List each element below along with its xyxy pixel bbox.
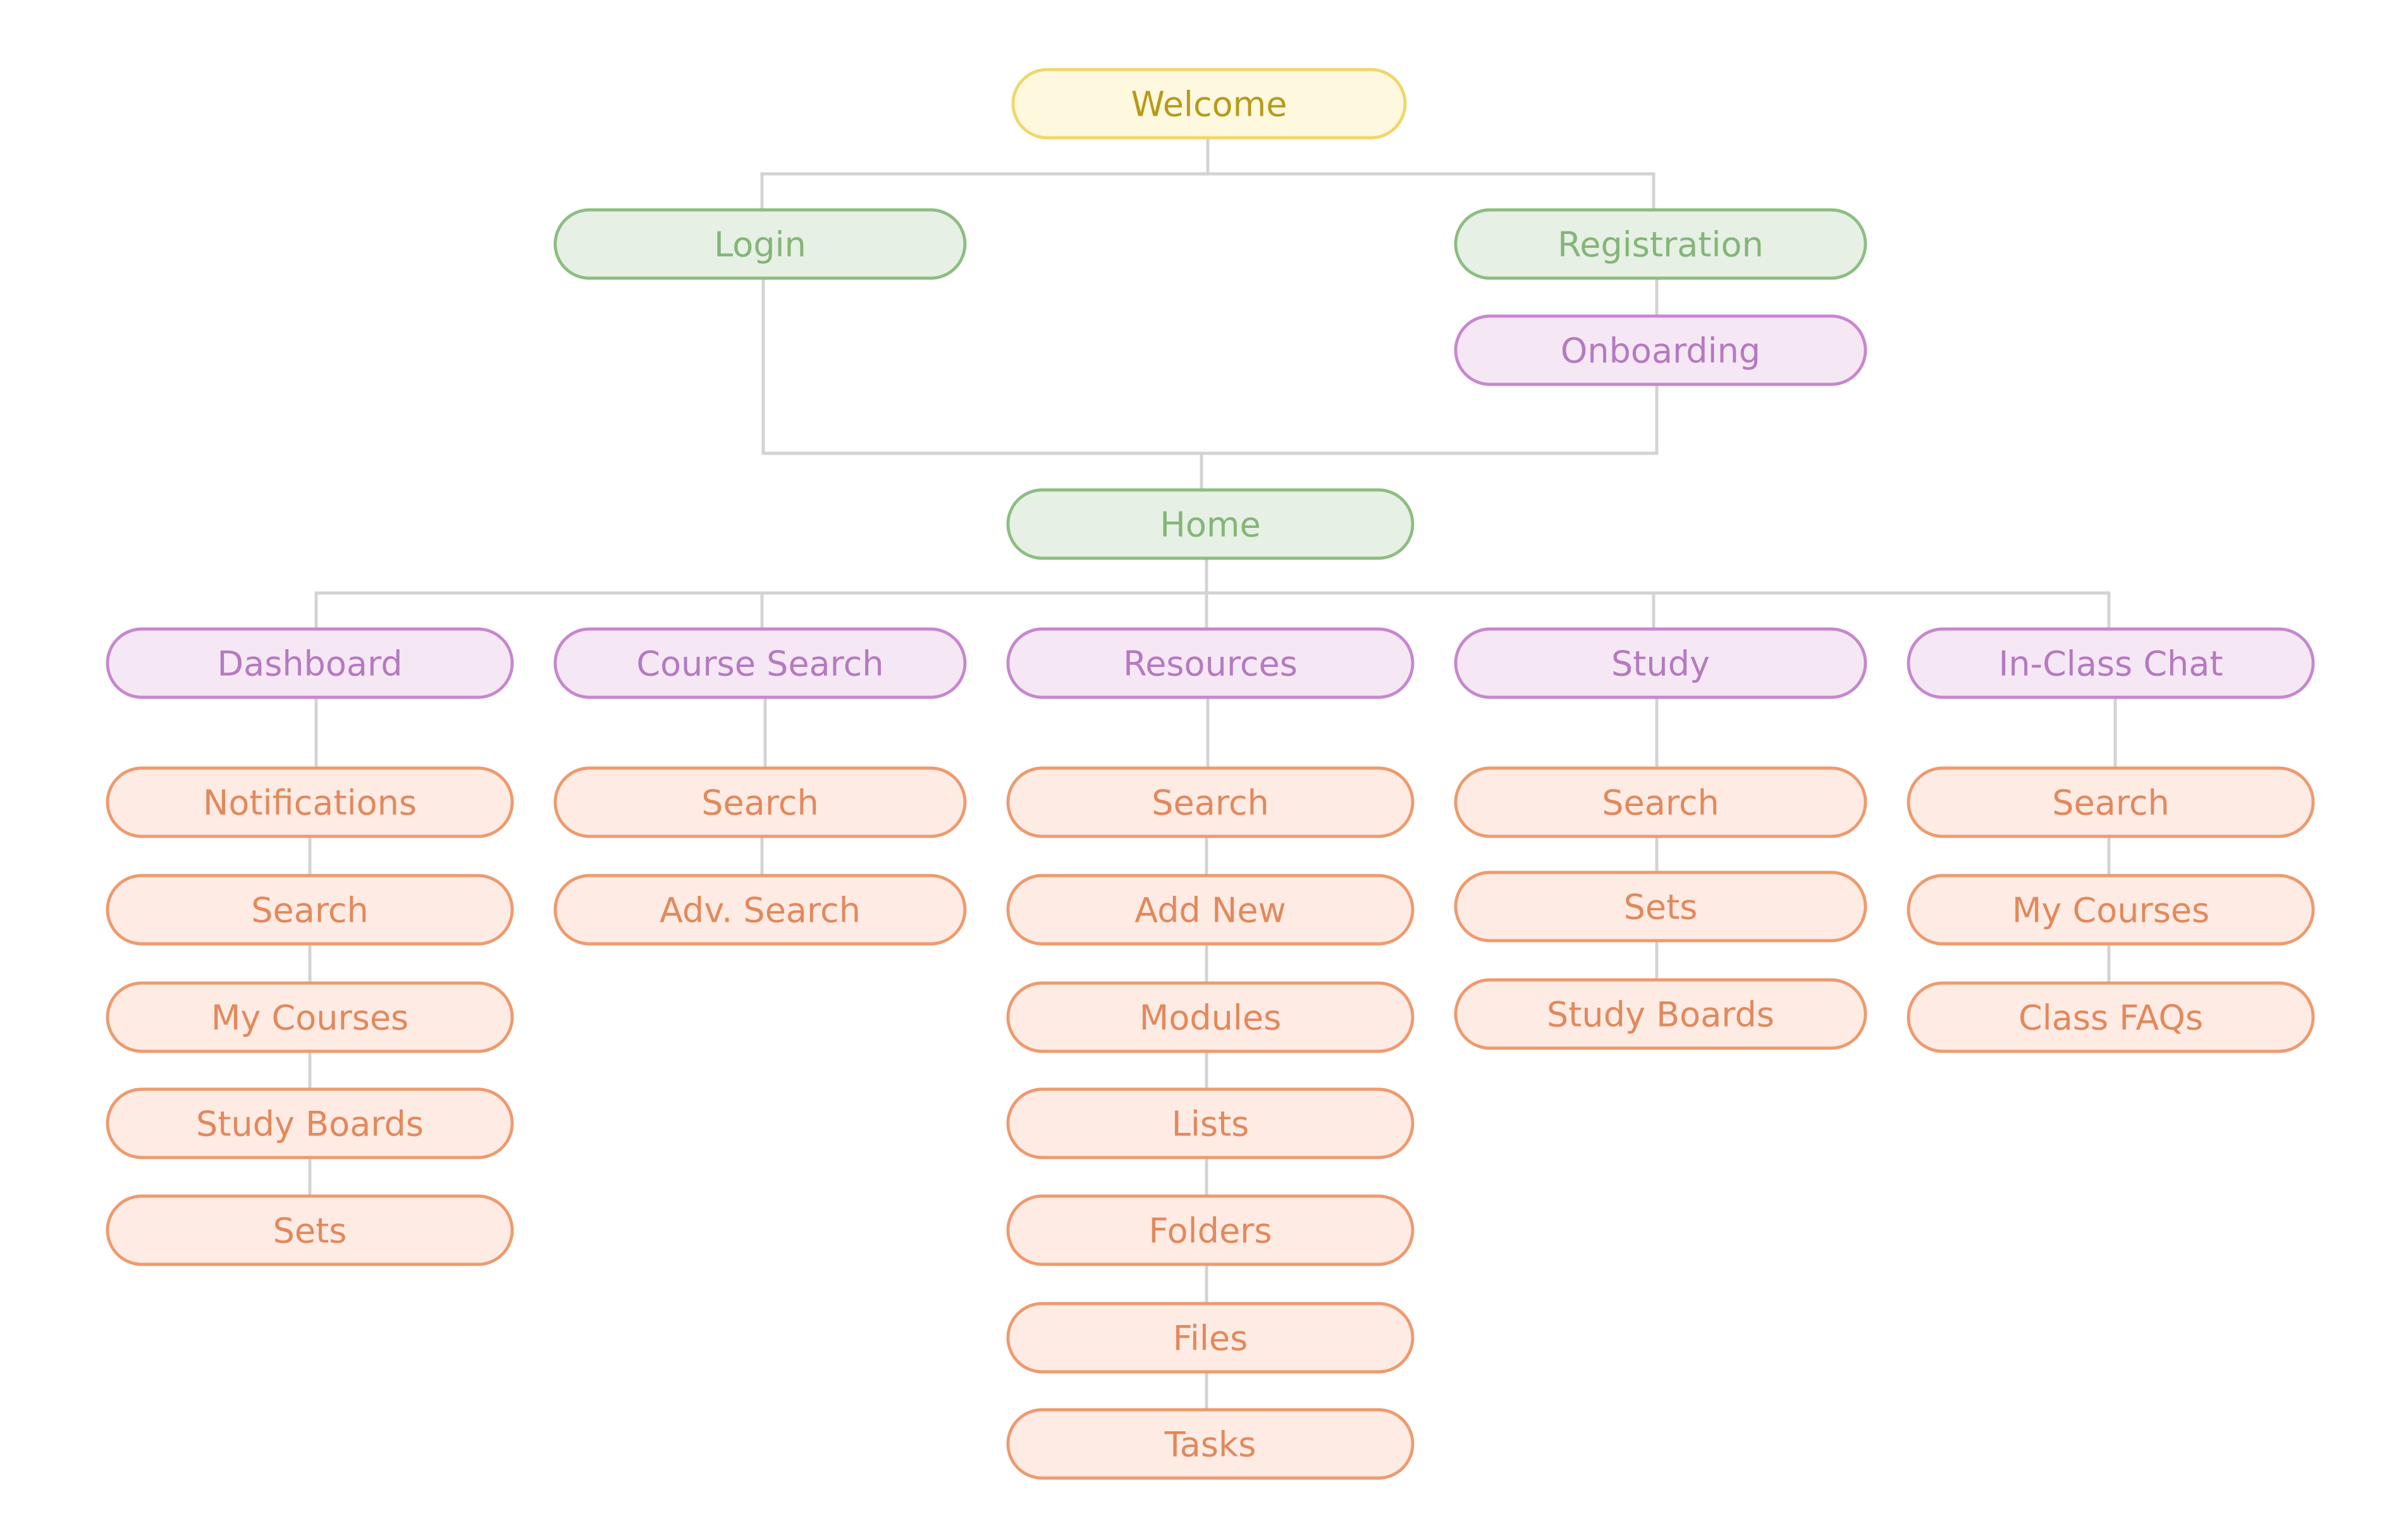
study-child-label: Study Boards [1547, 995, 1774, 1035]
in-class-chat-child-label: Class FAQs [2018, 998, 2203, 1038]
study-child-search: Search [1454, 766, 1867, 838]
dashboard-child-notifications: Notifications [106, 766, 514, 838]
study-child-label: Sets [1624, 888, 1698, 927]
study-child-label: Search [1602, 783, 1719, 823]
node-dashboard-label: Dashboard [218, 644, 403, 684]
resources-child-search: Search [1006, 766, 1415, 838]
resources-child-label: Folders [1148, 1211, 1272, 1251]
resources-child-add-new: Add New [1006, 874, 1415, 946]
resources-child-label: Modules [1140, 998, 1282, 1038]
resources-child-files: Files [1006, 1302, 1415, 1374]
node-in-class-chat-label: In-Class Chat [1998, 644, 2223, 684]
node-login-label: Login [714, 225, 806, 265]
resources-child-lists: Lists [1006, 1087, 1415, 1159]
node-dashboard: Dashboard [106, 627, 514, 699]
node-home-label: Home [1160, 505, 1260, 545]
node-onboarding: Onboarding [1454, 314, 1867, 386]
resources-child-folders: Folders [1006, 1194, 1415, 1266]
dashboard-child-sets: Sets [106, 1194, 514, 1266]
node-study-label: Study [1611, 644, 1710, 684]
in-class-chat-child-label: My Courses [2012, 891, 2209, 931]
study-child-study-boards: Study Boards [1454, 978, 1867, 1050]
dashboard-child-label: My Courses [211, 998, 408, 1038]
in-class-chat-child-search: Search [1907, 766, 2315, 838]
dashboard-child-label: Search [251, 891, 369, 931]
course-search-child-adv-search: Adv. Search [553, 874, 967, 946]
in-class-chat-child-my-courses: My Courses [1907, 874, 2315, 946]
study-child-sets: Sets [1454, 871, 1867, 943]
dashboard-child-search: Search [106, 874, 514, 946]
resources-child-label: Search [1152, 783, 1269, 823]
node-welcome: Welcome [1011, 68, 1407, 140]
connectors [308, 139, 2117, 1410]
dashboard-child-label: Notifications [203, 783, 417, 823]
node-course-search-label: Course Search [636, 644, 883, 684]
dashboard-child-label: Sets [273, 1211, 347, 1251]
node-login: Login [553, 208, 967, 280]
node-study: Study [1454, 627, 1867, 699]
resources-child-label: Tasks [1164, 1425, 1256, 1465]
node-onboarding-label: Onboarding [1561, 331, 1760, 371]
dashboard-child-my-courses: My Courses [106, 981, 514, 1053]
node-resources: Resources [1006, 627, 1415, 699]
resources-child-modules: Modules [1006, 981, 1415, 1053]
node-registration-label: Registration [1557, 225, 1764, 265]
node-course-search: Course Search [553, 627, 967, 699]
in-class-chat-child-class-faqs: Class FAQs [1907, 981, 2315, 1053]
course-search-child-label: Adv. Search [660, 891, 861, 931]
dashboard-child-label: Study Boards [196, 1104, 424, 1144]
node-in-class-chat: In-Class Chat [1907, 627, 2315, 699]
course-search-child-search: Search [553, 766, 967, 838]
node-resources-label: Resources [1123, 644, 1298, 684]
course-search-child-label: Search [701, 783, 819, 823]
resources-child-label: Files [1173, 1319, 1248, 1359]
resources-child-label: Lists [1172, 1104, 1250, 1144]
resources-child-label: Add New [1134, 891, 1286, 931]
node-home: Home [1006, 488, 1415, 560]
dashboard-child-study-boards: Study Boards [106, 1087, 514, 1159]
in-class-chat-child-label: Search [2052, 783, 2170, 823]
resources-child-tasks: Tasks [1006, 1408, 1415, 1480]
node-registration: Registration [1454, 208, 1867, 280]
node-welcome-label: Welcome [1131, 85, 1287, 125]
